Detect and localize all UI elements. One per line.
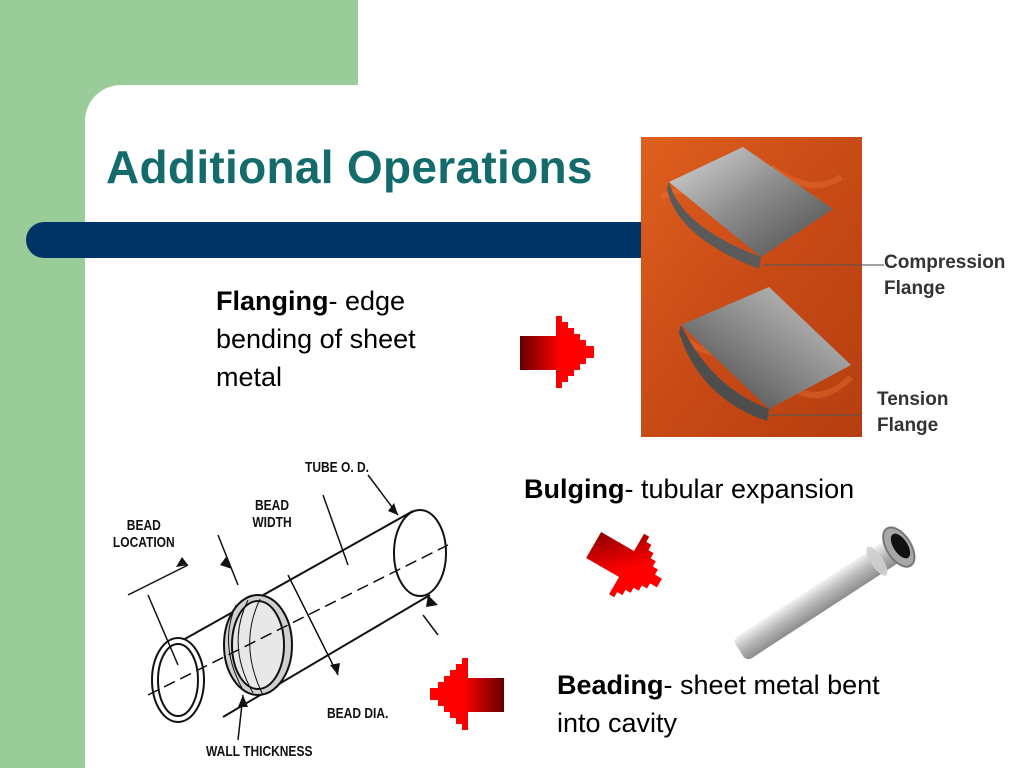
- bulging-term: Bulging: [524, 474, 625, 504]
- bead-width-text: BEAD WIDTH: [252, 497, 292, 531]
- bead-location-label: BEAD LOCATION: [107, 517, 181, 551]
- bead-dia-label: BEAD DIA.: [327, 705, 389, 722]
- bulged-tube-photo: [734, 526, 916, 660]
- left-arrow-icon: [430, 658, 504, 730]
- wall-thickness-label: WALL THICKNESS: [206, 743, 313, 760]
- bead-location-text: BEAD LOCATION: [112, 517, 175, 551]
- flange-photo: [641, 137, 862, 437]
- title-underline-bar: [26, 222, 666, 258]
- beading-term: Beading: [557, 670, 664, 700]
- callout-lines: [862, 264, 884, 266]
- right-arrow-icon: [520, 316, 594, 388]
- bulging-text: Bulging- tubular expansion: [524, 471, 954, 509]
- flanging-desc: - edge bending of sheet metal: [216, 286, 416, 392]
- bulging-desc: - tubular expansion: [624, 474, 855, 504]
- beading-text: Beading- sheet metal bent into cavity: [557, 667, 907, 743]
- bead-width-label: BEAD WIDTH: [248, 497, 296, 531]
- flanging-term: Flanging: [216, 286, 329, 316]
- slide-title: Additional Operations: [106, 141, 593, 193]
- bead-diagram: [127, 474, 449, 741]
- beading-desc: - sheet metal bent into cavity: [557, 670, 880, 738]
- tension-flange-label: Tension Flange: [877, 389, 949, 436]
- flanging-text: Flanging- edge bending of sheet metal: [216, 283, 486, 396]
- diagonal-arrow-icon: [586, 532, 662, 598]
- tube-od-label: TUBE O. D.: [305, 459, 370, 476]
- compression-flange-label: Compression Flange: [884, 252, 1006, 299]
